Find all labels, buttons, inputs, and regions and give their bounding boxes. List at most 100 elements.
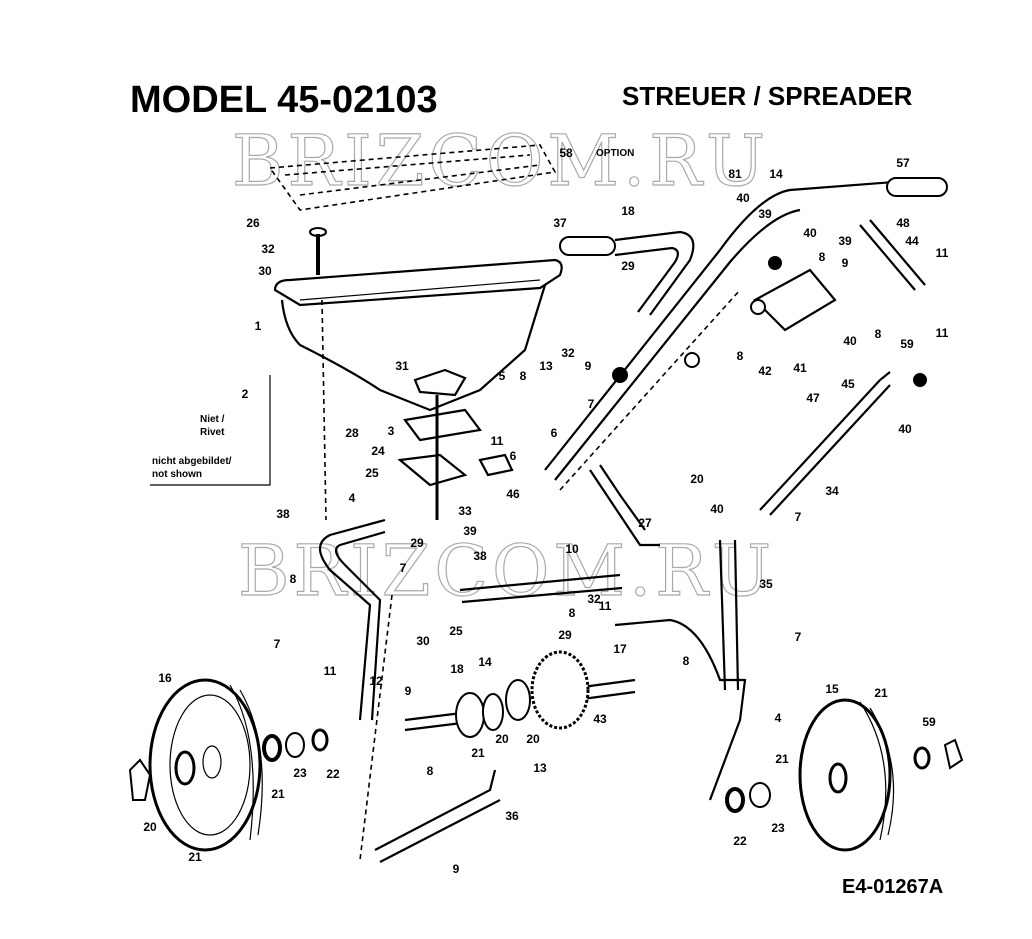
legend-text: nicht abgebildet/	[152, 456, 232, 467]
gear-43	[530, 650, 590, 730]
legend-number: 2	[242, 387, 249, 401]
part-callout: 30	[416, 634, 430, 648]
part-callout: 32	[561, 346, 575, 360]
agitator-31	[413, 368, 467, 397]
part-callout: 39	[758, 207, 772, 221]
part-callout: 6	[551, 426, 558, 440]
watermark: BRIZCOM.RU	[238, 530, 775, 612]
brace-36	[374, 769, 501, 863]
part-callout: 38	[473, 549, 487, 563]
part-callout: 44	[905, 234, 919, 248]
part-callout: 18	[450, 662, 464, 676]
hubcap-left	[128, 758, 152, 801]
lever-48	[859, 219, 926, 291]
part-callout: 38	[276, 507, 290, 521]
part-callout: 40	[803, 226, 817, 240]
part-callout: 3	[388, 424, 395, 438]
part-callout: 14	[769, 167, 783, 181]
part-callout: 29	[558, 628, 572, 642]
part-callout: 39	[463, 524, 477, 538]
part-callout: 40	[710, 502, 724, 516]
part-callout: 33	[458, 504, 472, 518]
part-callout: 40	[736, 191, 750, 205]
part-callout: 17	[613, 642, 627, 656]
part-callout: 21	[471, 746, 485, 760]
part-callout: 8	[427, 764, 434, 778]
part-callout: 9	[842, 256, 849, 270]
part-callout: 34	[825, 484, 839, 498]
frame-left-4	[318, 518, 393, 861]
part-callout: 58	[559, 146, 573, 160]
part-callout: 8	[569, 606, 576, 620]
legend-text: Rivet	[200, 427, 225, 438]
hopper	[273, 258, 563, 412]
part-callout: 28	[345, 426, 359, 440]
part-callout: 37	[553, 216, 567, 230]
part-callout: 11	[324, 664, 337, 678]
part-callout: 16	[158, 671, 172, 685]
part-callout: 30	[258, 264, 272, 278]
part-callout: 7	[795, 510, 802, 524]
impeller-25	[397, 453, 468, 487]
part-callout: 59	[900, 337, 914, 351]
wheel-right-15	[798, 698, 895, 852]
part-callout: 15	[825, 682, 839, 696]
hubcap-right	[943, 738, 964, 770]
part-callout: 13	[539, 359, 553, 373]
part-callout: 59	[922, 715, 936, 729]
part-callout: 1	[255, 319, 262, 333]
part-callout: 14	[478, 655, 492, 669]
part-callout: 21	[775, 752, 789, 766]
part-callout: 12	[369, 674, 383, 688]
part-callout: 11	[936, 326, 949, 340]
part-callout: 39	[838, 234, 852, 248]
part-callout: 29	[621, 259, 635, 273]
part-callout: 35	[759, 577, 773, 591]
hopper-cover-option	[268, 144, 557, 211]
part-callout: 25	[449, 624, 463, 638]
plate-46	[478, 453, 514, 477]
legend-text: Niet /	[200, 414, 225, 425]
part-callout: 18	[621, 204, 635, 218]
handle-14	[544, 177, 948, 491]
part-callout: 43	[593, 712, 607, 726]
part-callout: 7	[588, 397, 595, 411]
axle-bar-10	[459, 573, 623, 604]
part-callout: 4	[775, 711, 782, 725]
part-callout: 31	[395, 359, 409, 373]
part-callout: 8	[290, 572, 297, 586]
part-callout: 27	[638, 516, 652, 530]
part-callout: 45	[841, 377, 855, 391]
drawing-number: E4-01267A	[842, 876, 943, 898]
part-callout: 6	[510, 449, 517, 463]
part-callout: 32	[587, 592, 601, 606]
part-callout: 81	[728, 167, 742, 181]
part-callout: 4	[349, 491, 356, 505]
part-callout: 13	[533, 761, 547, 775]
part-callout: 42	[758, 364, 772, 378]
part-callout: 11	[936, 246, 949, 260]
part-callout: 57	[896, 156, 910, 170]
rod-34	[759, 371, 891, 516]
part-callout: 29	[410, 536, 424, 550]
bolt-26	[309, 227, 327, 521]
part-callout: 21	[271, 787, 285, 801]
part-callout: 20	[495, 732, 509, 746]
part-callout: 46	[506, 487, 520, 501]
part-callout: 8	[819, 250, 826, 264]
part-callout: 23	[771, 821, 785, 835]
legend-box	[150, 375, 271, 486]
part-callout: 7	[274, 637, 281, 651]
part-callout: 24	[371, 444, 385, 458]
part-callout: 7	[795, 630, 802, 644]
part-callout: 25	[365, 466, 379, 480]
part-callout: 20	[690, 472, 704, 486]
part-callout: 10	[565, 542, 579, 556]
part-callout: 48	[896, 216, 910, 230]
frame-right	[589, 464, 747, 801]
page-title: STREUER / SPREADER	[622, 81, 913, 111]
part-callout: 36	[505, 809, 519, 823]
